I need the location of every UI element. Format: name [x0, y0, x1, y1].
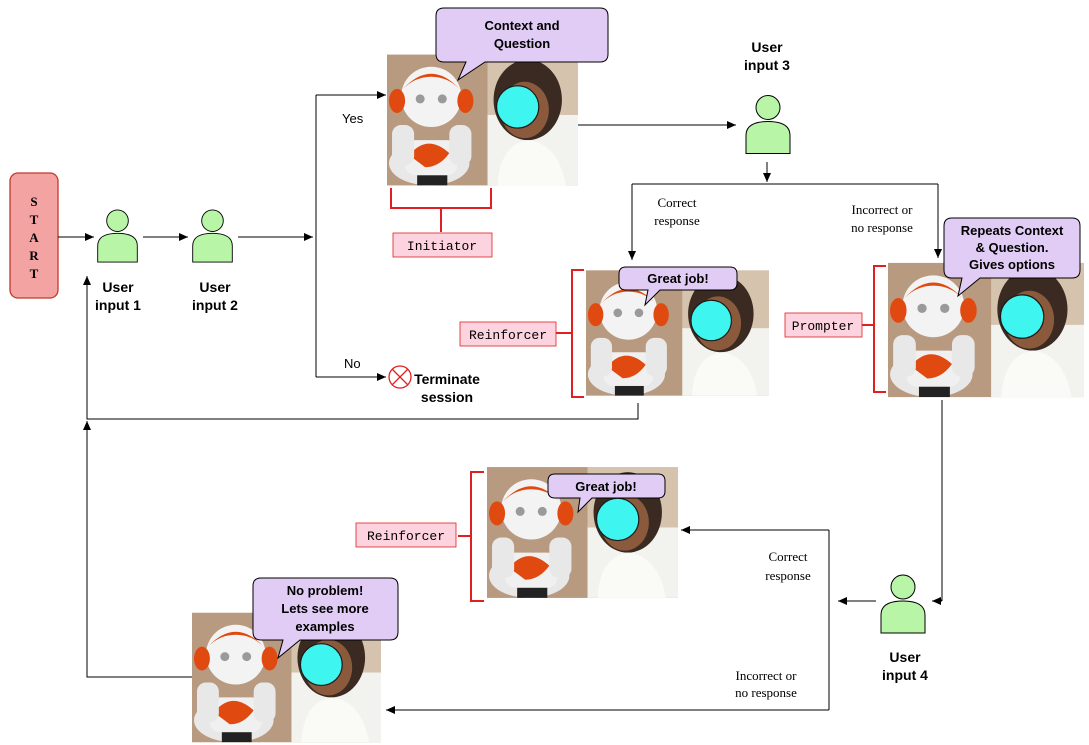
incorrect-label: no response: [735, 685, 797, 700]
incorrect-label: Incorrect or: [852, 202, 914, 217]
edge-loop-noproblem: [83, 421, 192, 678]
role-box: [784, 312, 863, 338]
edge-loop-u1: [83, 276, 639, 420]
repeat-bubble: Repeats Context & Question. Gives option…: [943, 217, 1081, 298]
bubble-text: Gives options: [969, 257, 1055, 272]
incorrect-label: Incorrect or: [736, 668, 798, 683]
user-4-label: User: [889, 649, 921, 665]
role-reinforcer: Reinforcer: [469, 328, 547, 343]
terminate-icon: [388, 365, 412, 389]
context-question-bubble: Context and Question: [435, 7, 609, 82]
terminate-label: Terminate: [414, 371, 480, 387]
bubble-text: Lets see more: [281, 601, 368, 616]
start-letter: R: [29, 248, 39, 263]
user-1-label: input 1: [95, 297, 141, 313]
role-box: [355, 522, 457, 548]
correct-label: Correct: [658, 195, 697, 210]
incorrect-label: no response: [851, 220, 913, 235]
user-3-label: User: [751, 39, 783, 55]
role-initiator: Initiator: [407, 239, 477, 254]
start-letter: A: [29, 230, 39, 245]
user-2-label: input 2: [192, 297, 238, 313]
user-2-label: User: [199, 279, 231, 295]
initiator-bracket: [390, 188, 492, 209]
no-label: No: [344, 356, 361, 371]
start-letter: S: [30, 194, 37, 209]
yes-label: Yes: [342, 111, 364, 126]
edge-prompter-down: [941, 400, 943, 601]
reinforcer-bracket: [470, 471, 484, 602]
reinforcer-bracket: [571, 269, 584, 398]
correct-label: response: [654, 213, 700, 228]
correct-label: Correct: [769, 549, 808, 564]
role-reinforcer: Reinforcer: [367, 529, 445, 544]
start-node: S T A R T: [9, 172, 59, 299]
terminate-label: session: [421, 389, 473, 405]
bubble-text: & Question.: [976, 240, 1049, 255]
user-4-label: input 4: [882, 667, 928, 683]
user-1-label: User: [102, 279, 134, 295]
user-icon: [745, 94, 791, 155]
start-letter: T: [30, 212, 39, 227]
role-box: [392, 232, 493, 258]
user-icon: [192, 209, 233, 263]
role-prompter: Prompter: [792, 319, 854, 334]
correct-label: response: [765, 568, 811, 583]
bubble-text: Question: [494, 36, 550, 51]
bubble-text: Context and: [484, 18, 559, 33]
bubble-text: No problem!: [287, 583, 364, 598]
prompter-bracket: [873, 265, 886, 393]
user-3-label: input 3: [744, 57, 790, 73]
bubble-text: Great job!: [575, 479, 636, 494]
robot-photo-initiator: [387, 54, 578, 186]
start-letter: T: [30, 266, 39, 281]
bubble-text: Repeats Context: [961, 223, 1064, 238]
great-job-bubble: Great job!: [618, 266, 738, 307]
user-icon: [97, 209, 138, 263]
bubble-text: examples: [295, 619, 354, 634]
robot-photo-prompter: [888, 262, 1084, 398]
role-box: [459, 321, 557, 347]
user-icon: [880, 574, 926, 634]
bubble-text: Great job!: [647, 271, 708, 286]
great-job-bubble: Great job!: [547, 473, 666, 514]
no-problem-bubble: No problem! Lets see more examples: [252, 577, 399, 660]
